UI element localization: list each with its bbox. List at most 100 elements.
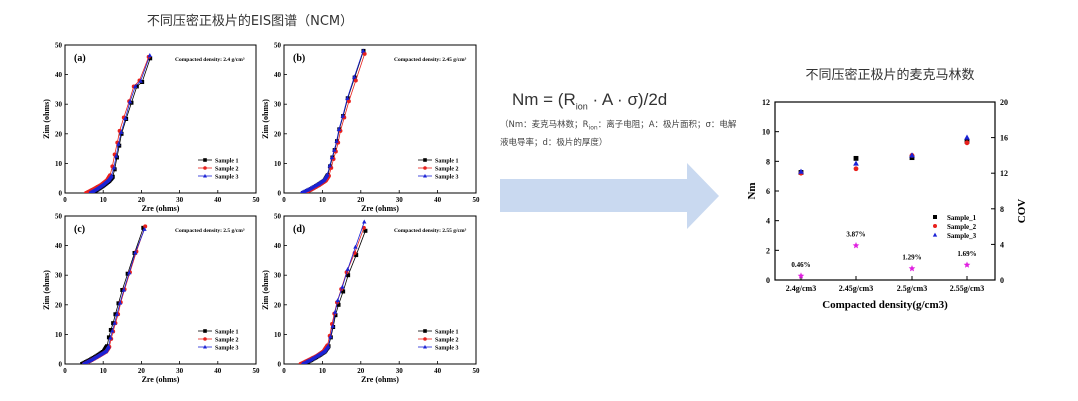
svg-text:40: 40 bbox=[434, 367, 442, 375]
svg-text:10: 10 bbox=[319, 367, 327, 375]
svg-text:20: 20 bbox=[138, 367, 146, 375]
note-sub: ion bbox=[588, 124, 598, 132]
svg-text:Sample 1: Sample 1 bbox=[435, 329, 459, 335]
svg-text:50: 50 bbox=[274, 213, 282, 221]
svg-text:8: 8 bbox=[1000, 205, 1004, 214]
svg-text:0.46%: 0.46% bbox=[791, 261, 810, 269]
formula-rhs: · A · σ)/2d bbox=[587, 90, 668, 109]
svg-text:50: 50 bbox=[253, 367, 261, 375]
svg-text:50: 50 bbox=[55, 213, 63, 221]
svg-text:20: 20 bbox=[357, 367, 365, 375]
svg-text:2.55g/cm3: 2.55g/cm3 bbox=[950, 284, 984, 293]
svg-text:(b): (b) bbox=[293, 53, 305, 64]
svg-text:30: 30 bbox=[396, 367, 404, 375]
formula-sub: ion bbox=[575, 101, 588, 112]
svg-text:Compacted density: 2.4 g/cm³: Compacted density: 2.4 g/cm³ bbox=[175, 57, 245, 63]
svg-text:Sample 2: Sample 2 bbox=[215, 337, 239, 343]
svg-text:10: 10 bbox=[319, 196, 327, 204]
svg-text:30: 30 bbox=[176, 367, 184, 375]
svg-text:40: 40 bbox=[434, 196, 442, 204]
svg-text:0: 0 bbox=[63, 367, 67, 375]
svg-text:6: 6 bbox=[766, 187, 770, 196]
svg-text:Sample 3: Sample 3 bbox=[215, 345, 239, 351]
svg-text:Compacted density: 2.5 g/cm³: Compacted density: 2.5 g/cm³ bbox=[175, 228, 245, 234]
svg-text:0: 0 bbox=[59, 361, 63, 369]
svg-text:4: 4 bbox=[766, 217, 770, 226]
right-arrow-icon bbox=[500, 163, 719, 229]
svg-text:Zim (ohms): Zim (ohms) bbox=[42, 270, 51, 310]
page-title: 不同压密正极片的EIS图谱（NCM） bbox=[146, 14, 354, 29]
svg-text:(d): (d) bbox=[293, 224, 305, 235]
svg-text:Sample 1: Sample 1 bbox=[215, 158, 239, 164]
svg-text:40: 40 bbox=[214, 196, 222, 204]
svg-text:Sample_2: Sample_2 bbox=[947, 223, 977, 231]
svg-text:4: 4 bbox=[1000, 240, 1004, 249]
svg-text:Sample 1: Sample 1 bbox=[435, 158, 459, 164]
svg-text:3.87%: 3.87% bbox=[846, 231, 865, 239]
svg-text:30: 30 bbox=[55, 101, 63, 109]
svg-text:10: 10 bbox=[100, 367, 108, 375]
svg-text:40: 40 bbox=[55, 242, 63, 250]
svg-text:8: 8 bbox=[766, 157, 770, 166]
svg-text:COV: COV bbox=[1016, 199, 1028, 224]
svg-text:Zre (ohms): Zre (ohms) bbox=[361, 375, 399, 384]
svg-text:1.69%: 1.69% bbox=[957, 250, 976, 258]
svg-text:0: 0 bbox=[59, 190, 63, 198]
svg-text:0: 0 bbox=[63, 196, 67, 204]
svg-text:Sample 3: Sample 3 bbox=[435, 345, 459, 351]
svg-text:Zim (ohms): Zim (ohms) bbox=[261, 270, 270, 310]
svg-text:Compacted density: 2.55 g/cm³: Compacted density: 2.55 g/cm³ bbox=[394, 228, 467, 234]
svg-text:30: 30 bbox=[274, 101, 282, 109]
svg-text:2: 2 bbox=[766, 246, 770, 255]
svg-text:Zre (ohms): Zre (ohms) bbox=[142, 204, 180, 213]
svg-text:40: 40 bbox=[274, 71, 282, 79]
svg-text:10: 10 bbox=[274, 160, 282, 168]
svg-text:(a): (a) bbox=[74, 53, 86, 64]
svg-text:20: 20 bbox=[357, 196, 365, 204]
svg-text:2.5g/cm3: 2.5g/cm3 bbox=[897, 284, 927, 293]
svg-text:Sample 3: Sample 3 bbox=[435, 174, 459, 180]
svg-text:2.4g/cm3: 2.4g/cm3 bbox=[786, 284, 816, 293]
svg-text:30: 30 bbox=[55, 272, 63, 280]
svg-text:Sample 2: Sample 2 bbox=[435, 337, 459, 343]
svg-text:0: 0 bbox=[766, 276, 770, 285]
svg-text:0: 0 bbox=[278, 361, 282, 369]
svg-text:50: 50 bbox=[473, 196, 481, 204]
nm-chart-title: 不同压密正极片的麦克马林数 bbox=[805, 68, 975, 83]
svg-text:20: 20 bbox=[138, 196, 146, 204]
svg-text:Zre (ohms): Zre (ohms) bbox=[361, 204, 399, 213]
svg-text:30: 30 bbox=[176, 196, 184, 204]
svg-text:10: 10 bbox=[55, 160, 63, 168]
svg-text:Sample 3: Sample 3 bbox=[215, 174, 239, 180]
svg-text:20: 20 bbox=[55, 130, 63, 138]
note-prefix: （Nm：麦克马林数；R bbox=[500, 120, 589, 130]
svg-text:Zim (ohms): Zim (ohms) bbox=[42, 99, 51, 139]
svg-text:30: 30 bbox=[396, 196, 404, 204]
svg-text:Compacted density: 2.45 g/cm³: Compacted density: 2.45 g/cm³ bbox=[394, 57, 467, 63]
svg-text:0: 0 bbox=[1000, 276, 1004, 285]
formula-lhs: Nm = (R bbox=[512, 90, 576, 109]
svg-text:12: 12 bbox=[762, 98, 770, 107]
svg-text:Zre (ohms): Zre (ohms) bbox=[142, 375, 180, 384]
svg-text:50: 50 bbox=[55, 42, 63, 50]
svg-text:50: 50 bbox=[274, 42, 282, 50]
svg-text:Nm: Nm bbox=[746, 182, 758, 199]
svg-text:20: 20 bbox=[274, 301, 282, 309]
svg-text:0: 0 bbox=[282, 367, 286, 375]
svg-text:40: 40 bbox=[55, 71, 63, 79]
svg-text:10: 10 bbox=[55, 331, 63, 339]
svg-text:12: 12 bbox=[1000, 169, 1008, 178]
svg-text:1.29%: 1.29% bbox=[902, 254, 921, 262]
svg-text:40: 40 bbox=[274, 242, 282, 250]
svg-text:20: 20 bbox=[1000, 98, 1008, 107]
svg-text:Compacted density(g/cm3): Compacted density(g/cm3) bbox=[822, 299, 948, 311]
note-suffix: ：离子电阻；A：极片面积；σ：电解液电导率；d：极片的厚度） bbox=[500, 120, 737, 148]
svg-text:Sample 2: Sample 2 bbox=[435, 166, 459, 172]
svg-text:50: 50 bbox=[473, 367, 481, 375]
